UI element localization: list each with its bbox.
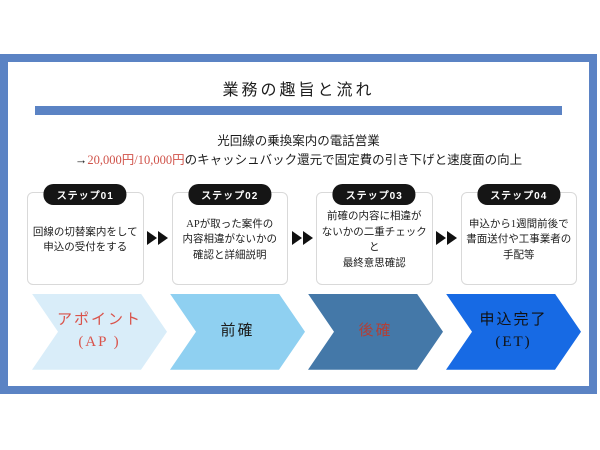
step-text-3: 前確の内容に相違が ないかの二重チェックと 最終意思確認	[321, 210, 427, 269]
step-card-3: ステップ03 前確の内容に相違が ないかの二重チェックと 最終意思確認	[316, 183, 433, 285]
step-card-4: ステップ04 申込から1週間前後で 書面送付や工事業者の 手配等	[460, 183, 577, 285]
intro-line2-rest: のキャッシュバック還元で固定費の引き下げと速度面の向上	[184, 153, 523, 168]
title-underline-bar	[35, 106, 562, 115]
slide-frame: 業務の趣旨と流れ 光回線の乗換案内の電話営業 →20,000円/10,000円の…	[0, 54, 597, 394]
flow-chevron-post-confirm-label: 後確	[358, 322, 393, 339]
step-arrow-sep-3	[433, 192, 461, 285]
flow-chevron-complete: 申込完了 (ET)	[446, 294, 581, 370]
step-badge-1: ステップ01	[43, 183, 127, 205]
step-card-2: ステップ02 APが取った案件の 内容相違がないかの 確認と詳細説明	[171, 183, 288, 285]
arrow-right-icon	[302, 231, 313, 246]
flow-chevron-complete-label: 申込完了 (ET)	[479, 312, 548, 350]
step-badge-2: ステップ02	[188, 183, 272, 205]
step-arrow-sep-1	[144, 192, 172, 285]
flow-chevron-post-confirm: 後確	[308, 294, 443, 370]
step-badge-4: ステップ04	[477, 183, 561, 205]
flow-chevron-row: アポイント (AP ) 前確 後確 申込完了 (ET)	[32, 294, 581, 370]
step-arrow-sep-2	[288, 192, 316, 285]
flow-chevron-appoint-label: アポイント (AP )	[56, 312, 142, 350]
step-text-2: APが取った案件の 内容相違がないかの 確認と詳細説明	[182, 218, 278, 262]
step-badge-3: ステップ03	[332, 183, 416, 205]
steps-row: ステップ01 回線の切替案内をして 申込の受付をする ステップ02 APが取った…	[27, 183, 577, 285]
step-text-1: 回線の切替案内をして 申込の受付をする	[32, 226, 138, 254]
slide-title: 業務の趣旨と流れ	[222, 82, 375, 99]
intro-line2-arrow: →	[74, 153, 88, 168]
step-card-1: ステップ01 回線の切替案内をして 申込の受付をする	[27, 183, 144, 285]
intro-line1: 光回線の乗換案内の電話営業	[217, 134, 380, 148]
arrow-right-icon	[436, 231, 446, 246]
arrow-right-icon	[291, 231, 302, 246]
flow-chevron-pre-confirm-label: 前確	[220, 322, 255, 339]
cashback-amount-highlight: 20,000円/10,000円	[87, 153, 185, 168]
intro-line2: →20,000円/10,000円のキャッシュバック還元で固定費の引き下げと速度面…	[8, 151, 589, 170]
flow-chevron-appoint: アポイント (AP )	[32, 294, 167, 370]
step-text-4: 申込から1週間前後で 書面送付や工事業者の 手配等	[466, 218, 572, 262]
arrow-right-icon	[147, 231, 157, 246]
arrow-right-icon	[447, 231, 457, 246]
flow-chevron-pre-confirm: 前確	[170, 294, 305, 370]
intro-text: 光回線の乗換案内の電話営業 →20,000円/10,000円のキャッシュバック還…	[8, 132, 589, 171]
arrow-right-icon	[158, 231, 168, 246]
